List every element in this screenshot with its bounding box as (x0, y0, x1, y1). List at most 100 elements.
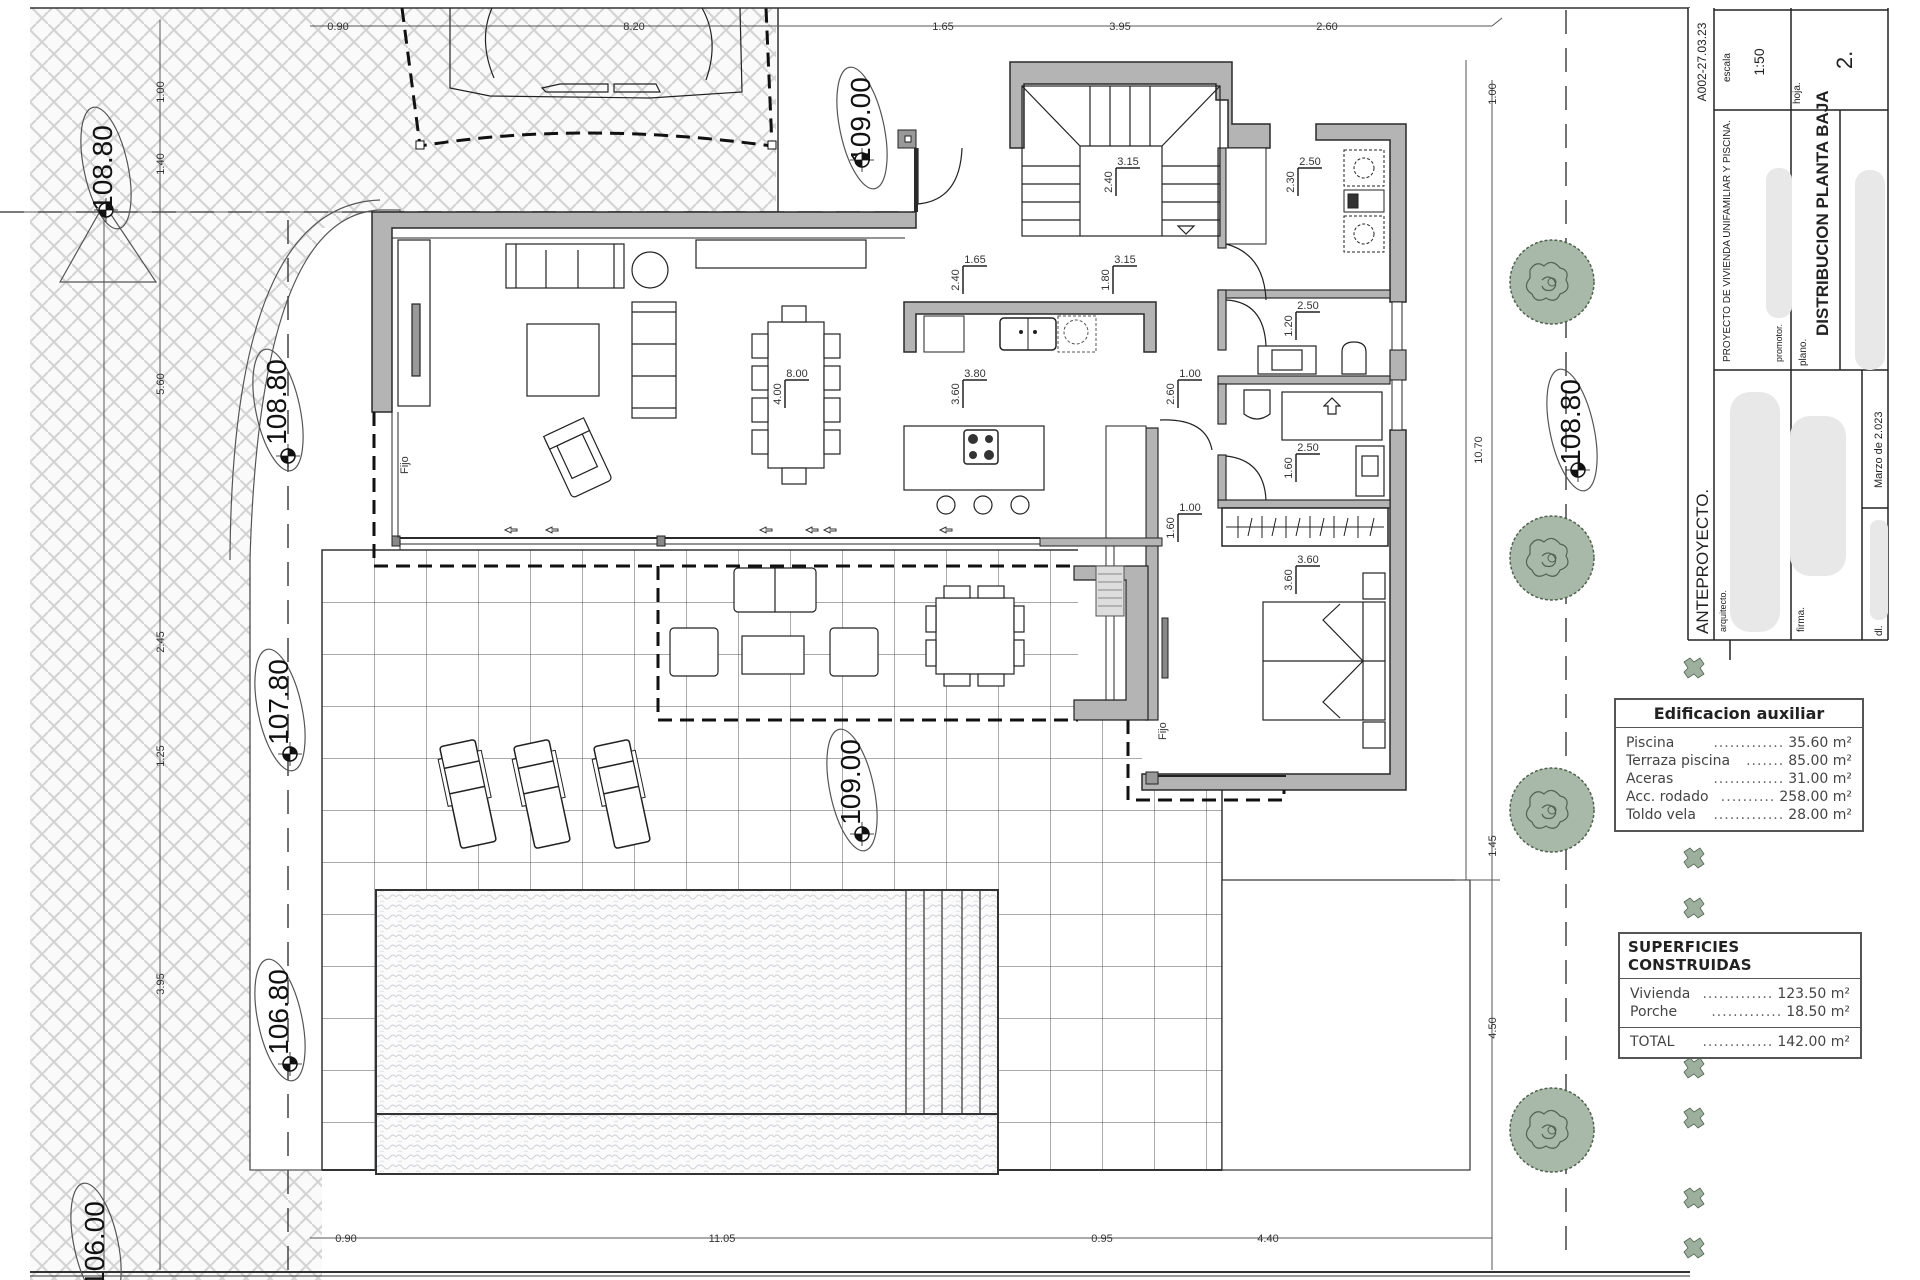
level-label: 108.80 (261, 359, 292, 445)
right-dimensions: 1.00 10.70 1.45 4.50 (1473, 83, 1499, 1038)
plan-label: plano. (1798, 339, 1809, 366)
svg-text:2.40: 2.40 (950, 269, 962, 290)
dim-top-1: 8.20 (623, 21, 644, 33)
svg-text:2.60: 2.60 (1165, 383, 1177, 404)
scale-value: 1:50 (1751, 48, 1767, 75)
living-furniture (397, 239, 867, 498)
svg-text:1.00: 1.00 (1179, 502, 1200, 514)
level-label: 109.00 (845, 77, 876, 163)
bathroom-1-fixtures (1257, 341, 1367, 375)
issue-date: Marzo de 2.023 (1873, 412, 1885, 488)
porch-outline (372, 412, 1078, 722)
svg-text:3.60: 3.60 (1297, 554, 1318, 566)
dim-bottom-3: 4.40 (1257, 1233, 1278, 1245)
dim-top-0: 0.90 (327, 21, 348, 33)
table-row-total: TOTAL.............142.00 m² (1620, 1027, 1860, 1051)
svg-text:2.50: 2.50 (1297, 300, 1318, 312)
signature-label: firma. (1796, 607, 1807, 632)
svg-text:1.60: 1.60 (1283, 457, 1295, 478)
double-bed (1262, 572, 1386, 749)
svg-text:8.00: 8.00 (786, 368, 807, 380)
dim-bottom-1: 11.05 (709, 1233, 736, 1245)
top-dimension-line (310, 17, 1503, 27)
glazed-facade (391, 412, 1163, 547)
dim-left-4: 1.25 (155, 745, 167, 766)
built-areas-title: SUPERFICIES CONSTRUIDAS (1620, 934, 1860, 979)
table-row: Toldo vela.............28.00 m² (1626, 807, 1852, 823)
dim-left-3: 2.45 (155, 631, 167, 652)
svg-text:1.60: 1.60 (1165, 517, 1177, 538)
car-outline (449, 7, 743, 99)
drawing-code: A002-27.03.23 (1695, 22, 1709, 101)
auxiliary-table-title: Edificacion auxiliar (1616, 700, 1862, 728)
table-row: Piscina.............35.60 m² (1626, 735, 1852, 751)
left-dimensions: 1.00 1.40 5.60 2.45 1.25 3.95 (155, 81, 167, 994)
svg-text:3.15: 3.15 (1117, 156, 1138, 168)
level-markers: 108.80 109.00 108.80 107.80 106.80 109.0… (70, 66, 1598, 1280)
table-row: Terraza piscina.......85.00 m² (1626, 753, 1852, 769)
svg-text:2.50: 2.50 (1297, 442, 1318, 454)
architect-label: arquitecto. (1718, 590, 1728, 632)
svg-text:1.20: 1.20 (1283, 315, 1295, 336)
svg-text:2.50: 2.50 (1299, 156, 1320, 168)
dim-right-2: 1.45 (1487, 835, 1499, 856)
bottom-dimensions: 0.90 11.05 0.95 4.40 (335, 1233, 1278, 1245)
dim-left-1: 1.40 (155, 153, 167, 174)
table-row: Porche.............18.50 m² (1630, 1004, 1850, 1020)
svg-text:1.00: 1.00 (1179, 368, 1200, 380)
dim-top-3: 3.95 (1109, 21, 1130, 33)
dim-bottom-2: 0.95 (1091, 1233, 1112, 1245)
utility-appliances (1343, 149, 1385, 253)
built-areas-table: SUPERFICIES CONSTRUIDAS Vivienda........… (1618, 932, 1862, 1059)
promoter-label: promotor. (1774, 324, 1784, 362)
level-label: 106.80 (263, 969, 294, 1055)
fixed-glazing-label: Fijo (399, 456, 411, 474)
table-row: Aceras.............31.00 m² (1626, 771, 1852, 787)
plan-title: DISTRIBUCION PLANTA BAJA (1813, 90, 1832, 336)
bar-stools (936, 495, 1030, 515)
door-swings (917, 147, 1267, 501)
dim-top-4: 2.60 (1316, 21, 1337, 33)
kitchen-sink-icon (999, 317, 1057, 351)
dim-right-3: 4.50 (1487, 1017, 1499, 1038)
room-dimensions: 3.152.40 2.502.30 1.652.40 3.151.80 2.50… (772, 156, 1322, 594)
level-label: 107.80 (263, 659, 294, 745)
svg-text:3.60: 3.60 (1283, 569, 1295, 590)
sun-loungers (434, 737, 656, 851)
top-dimensions: 0.90 8.20 1.65 3.95 2.60 (327, 21, 1337, 33)
dim-bottom-0: 0.90 (335, 1233, 356, 1245)
auxiliary-buildings-table: Edificacion auxiliar Piscina............… (1614, 698, 1864, 832)
svg-text:2.30: 2.30 (1285, 171, 1297, 192)
dim-left-2: 5.60 (155, 373, 167, 394)
table-row: Acc. rodado..........258.00 m² (1626, 789, 1852, 805)
fixed-glazing-label: Fijo (1157, 722, 1169, 740)
dim-left-0: 1.00 (155, 81, 167, 102)
sheet-label: hoja. (1792, 82, 1803, 104)
dim-top-2: 1.65 (932, 21, 953, 33)
dim-left-5: 3.95 (155, 973, 167, 994)
svg-text:2.40: 2.40 (1103, 171, 1115, 192)
dl-label: dl. (1874, 625, 1885, 636)
svg-text:1.65: 1.65 (964, 254, 985, 266)
cooktop-icon (963, 429, 999, 465)
dim-right-0: 1.00 (1487, 83, 1499, 104)
table-row: Vivienda.............123.50 m² (1630, 986, 1850, 1002)
sheet-number: 2. (1832, 51, 1857, 69)
house (371, 60, 1407, 791)
svg-text:4.00: 4.00 (772, 383, 784, 404)
project-phase: ANTEPROYECTO. (1693, 489, 1712, 634)
swimming-pool (375, 889, 999, 1175)
dim-right-1: 10.70 (1473, 436, 1485, 464)
terrace-furniture (669, 567, 1025, 687)
staircase (1021, 85, 1221, 237)
svg-text:3.80: 3.80 (964, 368, 985, 380)
title-block: A002-27.03.23 escala 1:50 hoja. 2. PROYE… (1687, 8, 1920, 660)
project-name: PROYECTO DE VIVIENDA UNIFAMILIAR Y PISCI… (1722, 120, 1733, 362)
svg-text:3.15: 3.15 (1114, 254, 1135, 266)
wardrobe (1221, 507, 1389, 547)
svg-text:3.60: 3.60 (950, 383, 962, 404)
scale-label: escala (1722, 53, 1733, 82)
level-label: 109.00 (835, 739, 866, 825)
level-label: 108.80 (1555, 379, 1586, 465)
